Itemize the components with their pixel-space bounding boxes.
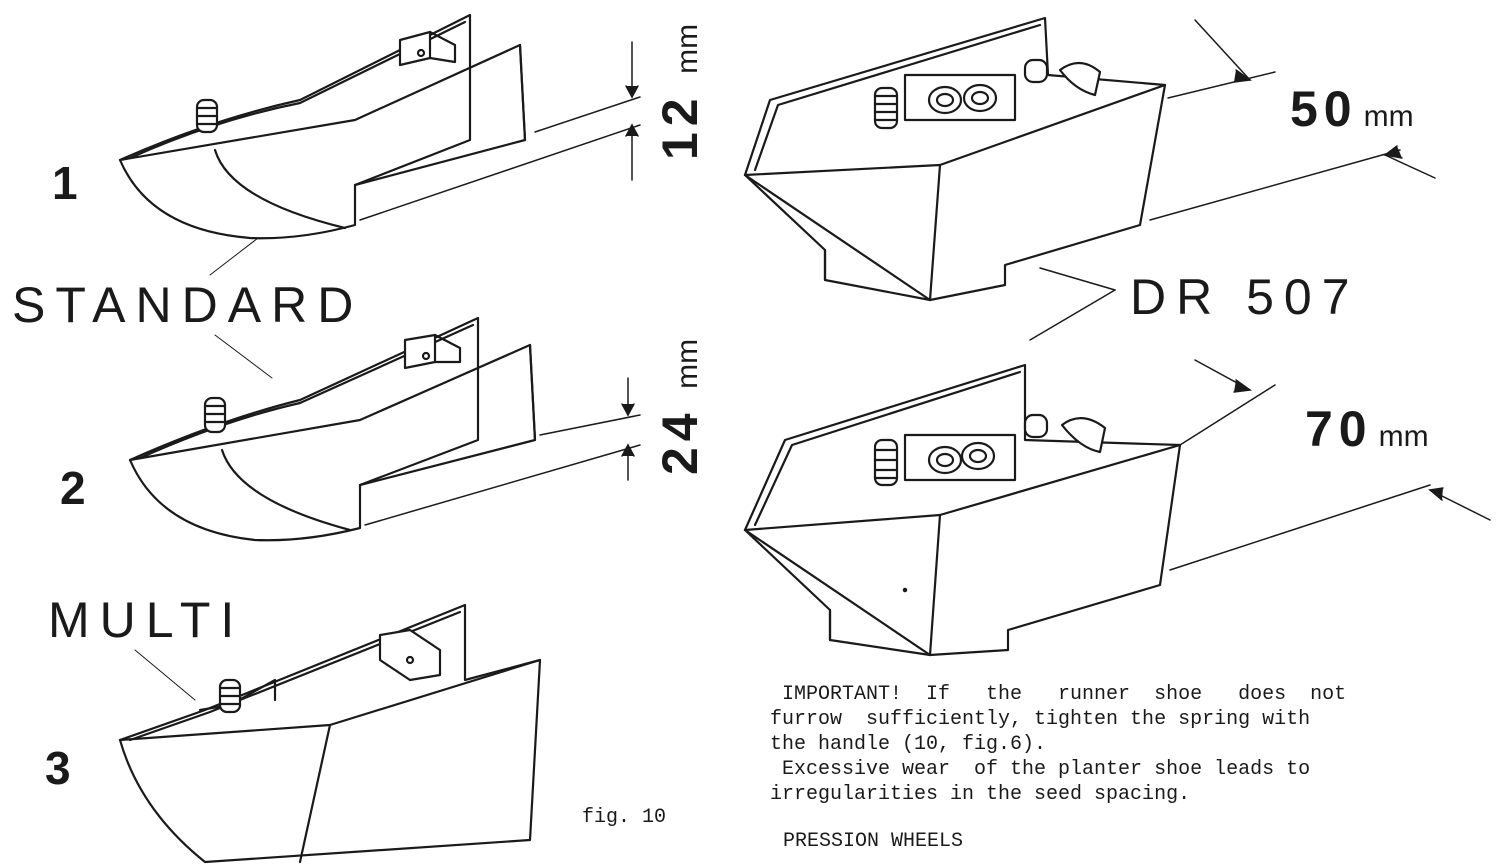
shoe-number-3: 3: [45, 742, 71, 794]
runner-shoe-2: [128, 316, 537, 542]
dimension-24-value: 24: [652, 407, 708, 475]
dimension-50-value: 50: [1290, 81, 1358, 137]
section-heading: PRESSION WHEELS: [783, 830, 964, 853]
dimension-50-unit: mm: [1363, 100, 1414, 133]
text-line-3: the handle (10, fig.6).: [770, 733, 1047, 756]
dimension-70-unit: mm: [1378, 420, 1429, 453]
label-dr507: DR 507: [1130, 269, 1360, 325]
dimension-lines: [359, 19, 1491, 593]
dimension-12-value: 12: [652, 92, 708, 160]
runner-shoe-1: [118, 13, 527, 276]
instruction-text: IMPORTANT! If the runner shoe does not f…: [770, 682, 1346, 807]
text-line-4: Excessive wear of the planter shoe leads…: [770, 758, 1311, 781]
dimension-24-unit: mm: [671, 338, 704, 389]
shoe-number-2: 2: [60, 462, 86, 514]
text-line-2: furrow sufficiently, tighten the spring …: [770, 708, 1311, 731]
label-multi: MULTI: [48, 592, 245, 648]
dr507-shoe-70: [743, 363, 1182, 657]
label-standard: STANDARD: [12, 277, 364, 333]
dimension-12-unit: mm: [671, 23, 704, 74]
shoe-number-1: 1: [52, 157, 78, 209]
dimension-24mm: 24 mm: [652, 338, 708, 475]
runner-shoe-3: [118, 603, 542, 864]
figure-caption: fig. 10: [582, 806, 667, 829]
dimension-70-value: 70: [1305, 401, 1373, 457]
dr507-shoe-50: [743, 16, 1167, 302]
dimension-12mm: 12 mm: [652, 23, 708, 160]
text-line-1: IMPORTANT! If the runner shoe does not: [770, 683, 1347, 706]
text-line-5: irregularities in the seed spacing.: [770, 783, 1191, 806]
